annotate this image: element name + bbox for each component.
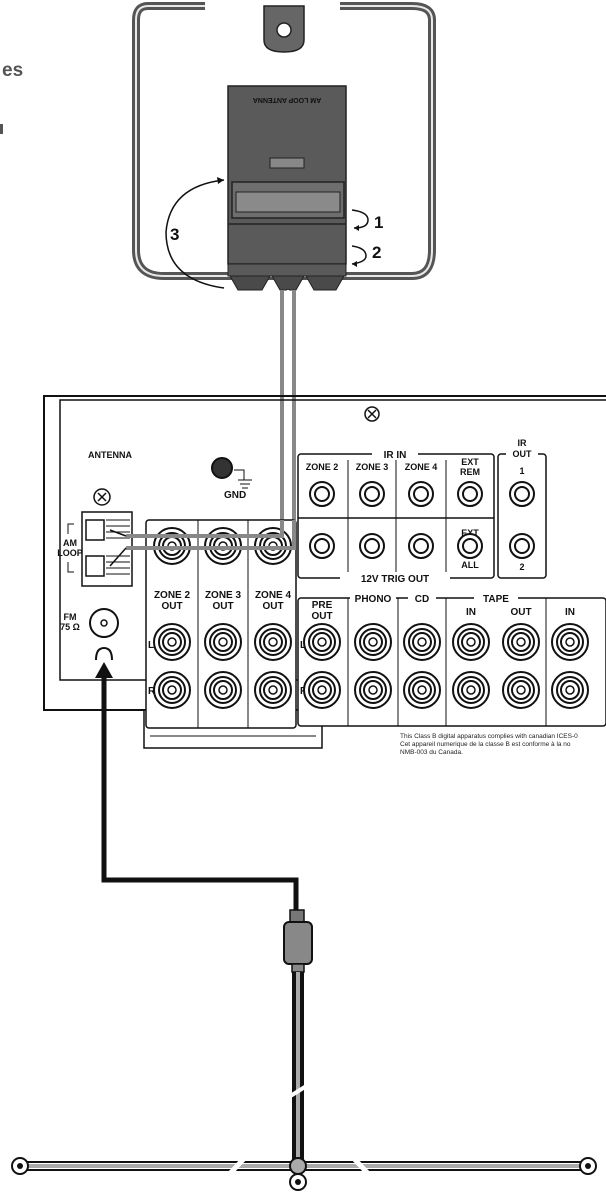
zone2-out-label-2: OUT [161, 601, 182, 612]
step-3-label: 3 [170, 225, 179, 244]
fm-label: FM [64, 612, 77, 622]
antenna-body-label: AM LOOP ANTENNA [253, 96, 321, 103]
fm-antenna-cable [11, 646, 597, 1191]
fm-connector [283, 921, 313, 965]
trig-out-jack[interactable] [457, 533, 483, 559]
gnd-label: GND [224, 490, 246, 501]
ir-in-jack[interactable] [309, 481, 335, 507]
phono-label: PHONO [355, 594, 392, 605]
ir-out-jack[interactable] [509, 533, 535, 559]
notice-line-3: NMB-003 du Canada. [400, 749, 463, 756]
last-in-label: IN [565, 607, 575, 618]
rca-right-jack[interactable] [204, 671, 242, 709]
ext-label-2: EXT [461, 528, 479, 538]
rca-left-jack[interactable] [502, 623, 540, 661]
mounting-hole-icon [276, 22, 292, 38]
zone3-out-label-2: OUT [212, 601, 233, 612]
tape-label: TAPE [483, 594, 509, 605]
pre-out-label-1: PRE [312, 600, 333, 611]
ir-zone2-label: ZONE 2 [306, 462, 339, 472]
ir-zone4-label: ZONE 4 [405, 462, 438, 472]
rca-right-jack[interactable] [354, 671, 392, 709]
rca-left-jack[interactable] [551, 623, 589, 661]
fm-impedance-label: 75 Ω [60, 622, 80, 632]
cut-heading-mark [0, 124, 3, 134]
ir-out-1-label: 1 [519, 466, 524, 476]
rca-right-jack[interactable] [551, 671, 589, 709]
trig-out-jack[interactable] [408, 533, 434, 559]
zone-left-label: L [148, 640, 154, 651]
rca-right-jack[interactable] [303, 671, 341, 709]
gnd-terminal-icon [211, 457, 233, 479]
am-antenna-wire [126, 290, 296, 550]
notice-line-2: Cet appareil numerique de la classe B es… [400, 741, 571, 748]
am-label: AM [63, 538, 77, 548]
rca-right-jack[interactable] [502, 671, 540, 709]
trig-out-jack[interactable] [309, 533, 335, 559]
ir-zone3-label: ZONE 3 [356, 462, 389, 472]
inputs-box [297, 597, 606, 727]
rca-right-jack[interactable] [403, 671, 441, 709]
ir-in-jack[interactable] [457, 481, 483, 507]
rca-left-jack[interactable] [254, 623, 292, 661]
notice-line-1: This Class B digital apparatus complies … [400, 733, 578, 740]
rca-left-jack[interactable] [452, 623, 490, 661]
ext-label: EXT [461, 457, 479, 467]
am-loop-antenna: AM LOOP ANTENNA 1 2 3 [132, 2, 436, 291]
step-2-label: 2 [372, 243, 381, 262]
rca-right-jack[interactable] [254, 671, 292, 709]
zone2-out-label-1: ZONE 2 [154, 590, 191, 601]
rem-label: REM [460, 467, 480, 477]
ir-out-label-2: OUT [513, 449, 533, 459]
antenna-body [227, 85, 347, 265]
step-1-label: 1 [374, 213, 383, 232]
zone-right-label: R [148, 686, 156, 697]
receiver-rear-panel: ANTENNA AM LOOP FM 75 Ω GND IR IN ZONE 2… [43, 395, 606, 756]
tape-out-label: OUT [510, 607, 531, 618]
zone4-out-label-2: OUT [262, 601, 283, 612]
ir-out-jack[interactable] [509, 481, 535, 507]
zone4-out-label-1: ZONE 4 [255, 590, 292, 601]
am-wire-overlay [109, 520, 296, 567]
ir-in-jack[interactable] [359, 481, 385, 507]
loop-label: LOOP [57, 548, 83, 558]
ir-out-2-label: 2 [519, 562, 524, 572]
rca-left-jack[interactable] [403, 623, 441, 661]
cut-heading-text: es [2, 60, 23, 81]
trig-out-jack[interactable] [359, 533, 385, 559]
all-label: ALL [461, 560, 479, 570]
rca-right-jack[interactable] [452, 671, 490, 709]
ir-in-label: IR IN [384, 450, 407, 461]
ir-in-jack[interactable] [408, 481, 434, 507]
pre-left-label: L [300, 640, 306, 651]
rca-left-jack[interactable] [153, 623, 191, 661]
zone3-out-label-1: ZONE 3 [205, 590, 242, 601]
cd-label: CD [415, 594, 429, 605]
trig-out-label: 12V TRIG OUT [361, 574, 429, 585]
rca-left-jack[interactable] [303, 623, 341, 661]
rca-left-jack[interactable] [354, 623, 392, 661]
antenna-section-label: ANTENNA [88, 450, 132, 460]
rca-left-jack[interactable] [204, 623, 242, 661]
tape-in-label: IN [466, 607, 476, 618]
pre-out-label-2: OUT [311, 611, 332, 622]
ir-out-label-1: IR [518, 438, 528, 448]
rca-right-jack[interactable] [153, 671, 191, 709]
